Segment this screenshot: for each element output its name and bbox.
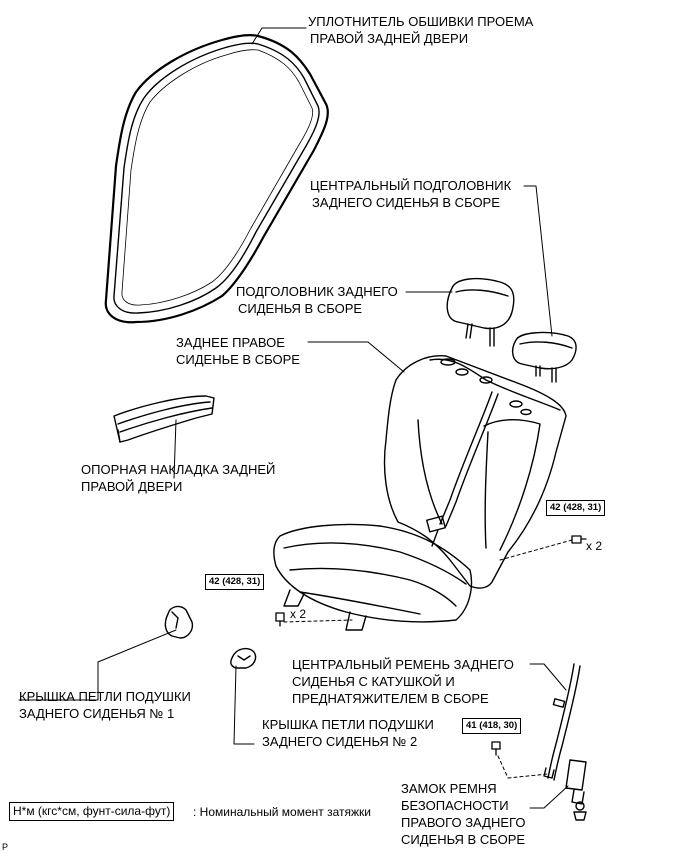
headrest-label: ПОДГОЛОВНИК ЗАДНЕГО СИДЕНЬЯ В СБОРЕ — [236, 284, 398, 316]
hinge-cover-2-label: КРЫШКА ПЕТЛИ ПОДУШКИ ЗАДНЕГО СИДЕНЬЯ № 2 — [262, 717, 434, 749]
bolt-buckle — [491, 741, 501, 756]
rear-seat-drawing — [273, 355, 567, 631]
torque-box-left: 42 (428, 31) — [205, 574, 265, 590]
torque-box-right: 42 (428, 31) — [546, 500, 606, 516]
bolt-right — [571, 535, 587, 544]
door-weatherstrip-drawing — [104, 34, 329, 324]
buckle-drawing — [565, 759, 587, 821]
door-seal-label: УПЛОТНИТЕЛЬ ОБШИВКИ ПРОЕМА ПРАВОЙ ЗАДНЕЙ… — [308, 14, 534, 46]
center-belt-label: ЦЕНТРАЛЬНЫЙ РЕМЕНЬ ЗАДНЕГО СИДЕНЬЯ С КАТ… — [292, 657, 514, 706]
headrest-drawing — [446, 277, 515, 347]
center-headrest-label: ЦЕНТРАЛЬНЫЙ ПОДГОЛОВНИК ЗАДНЕГО СИДЕНЬЯ … — [310, 178, 512, 210]
center-belt-drawing — [543, 663, 581, 781]
hinge-cover-1-label: КРЫШКА ПЕТЛИ ПОДУШКИ ЗАДНЕГО СИДЕНЬЯ № 1 — [19, 689, 191, 721]
bolt-left — [275, 612, 285, 627]
dashed-leaders — [283, 539, 573, 779]
scuff-plate-drawing — [113, 395, 215, 443]
torque-unit-legend: Н*м (кгс*см, фунт-сила-фут) — [9, 802, 175, 821]
hinge-cover-1-drawing — [164, 605, 194, 639]
hinge-cover-2-drawing — [230, 647, 257, 669]
torque-legend-description: : Номинальный момент затяжки — [193, 805, 371, 819]
quantity-right: x 2 — [586, 539, 603, 553]
center-headrest-drawing — [511, 331, 577, 383]
torque-box-buckle: 41 (418, 30) — [462, 718, 522, 734]
quantity-left: x 2 — [290, 607, 307, 621]
corner-mark: P — [2, 842, 9, 852]
scuff-plate-label: ОПОРНАЯ НАКЛАДКА ЗАДНЕЙ ПРАВОЙ ДВЕРИ — [81, 462, 276, 494]
leader-lines — [18, 27, 569, 809]
buckle-label: ЗАМОК РЕМНЯ БЕЗОПАСНОСТИ ПРАВОГО ЗАДНЕГО… — [401, 781, 526, 847]
rear-seat-label: ЗАДНЕЕ ПРАВОЕ СИДЕНЬЕ В СБОРЕ — [176, 335, 300, 367]
